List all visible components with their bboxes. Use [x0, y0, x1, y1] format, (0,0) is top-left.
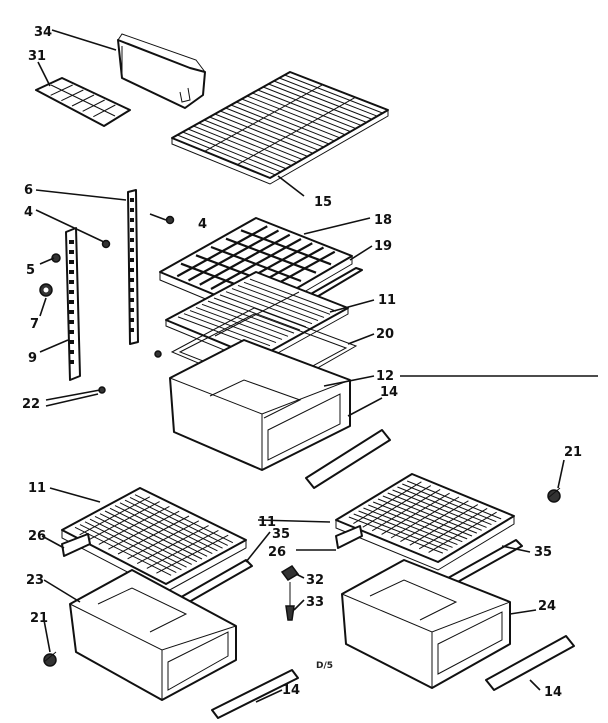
callout-32: 32: [306, 573, 324, 588]
callout-24: 24: [538, 599, 556, 614]
callout-7: 7: [30, 317, 39, 332]
callout-11-lower-left: 11: [28, 481, 46, 496]
callout-35-left: 35: [272, 527, 290, 542]
screws-22: [98, 350, 162, 394]
callout-21-left: 21: [30, 611, 48, 626]
ice-bin: [117, 33, 206, 109]
lower-left-crisper: [69, 569, 237, 701]
callout-11-lower-right: 11: [258, 515, 276, 530]
ice-cube-tray: [35, 77, 131, 127]
callout-12: 12: [376, 369, 394, 384]
drawer-handle-lower-left: [211, 669, 299, 719]
callout-11-upper: 11: [378, 293, 396, 308]
callout-26-left: 26: [28, 529, 46, 544]
drawer-handle-lower-right: [485, 635, 575, 691]
cap-7: [39, 283, 53, 297]
top-wire-shelf: [171, 71, 389, 185]
upper-crisper-drawer: [169, 339, 351, 471]
callout-26-right: 26: [268, 545, 286, 560]
callout-19: 19: [374, 239, 392, 254]
callout-14-upper: 14: [380, 385, 398, 400]
callout-34: 34: [34, 25, 52, 40]
screw-4-right: [165, 215, 175, 225]
callout-6: 6: [24, 183, 33, 198]
callout-33: 33: [306, 595, 324, 610]
callout-15: 15: [314, 195, 332, 210]
drawing-note: D/5: [316, 661, 333, 671]
shelf-bracket-right: [335, 525, 363, 549]
callout-20: 20: [376, 327, 394, 342]
callout-31: 31: [28, 49, 46, 64]
callout-4-left: 4: [24, 205, 33, 220]
roller-32: [280, 565, 300, 581]
callout-9: 9: [28, 351, 37, 366]
lower-left-shelf: [61, 487, 247, 593]
callout-23: 23: [26, 573, 44, 588]
leader-lines: [35, 29, 598, 703]
screw-4-left: [101, 239, 111, 249]
shelf-support-left: [65, 227, 81, 381]
drawer-handle-upper: [305, 429, 391, 489]
callout-18: 18: [374, 213, 392, 228]
lower-right-crisper: [341, 559, 511, 689]
callout-labels: 34 31 15 6 4 4 5 7 9 22 18 19 11 20 12 1…: [22, 25, 582, 700]
callout-14-lower-left: 14: [282, 683, 300, 698]
pin-33: [285, 582, 295, 621]
shelf-bracket-left: [61, 533, 91, 557]
callout-21-right: 21: [564, 445, 582, 460]
lower-right-shelf: [335, 473, 515, 571]
callout-4-right: 4: [198, 217, 207, 232]
fastener-21-right: [547, 487, 561, 503]
callout-22: 22: [22, 397, 40, 412]
callout-5: 5: [26, 263, 35, 278]
fastener-21-left: [43, 651, 57, 667]
callout-35-right: 35: [534, 545, 552, 560]
shelf-support-right: [127, 189, 139, 345]
callout-14-lower-right: 14: [544, 685, 562, 700]
